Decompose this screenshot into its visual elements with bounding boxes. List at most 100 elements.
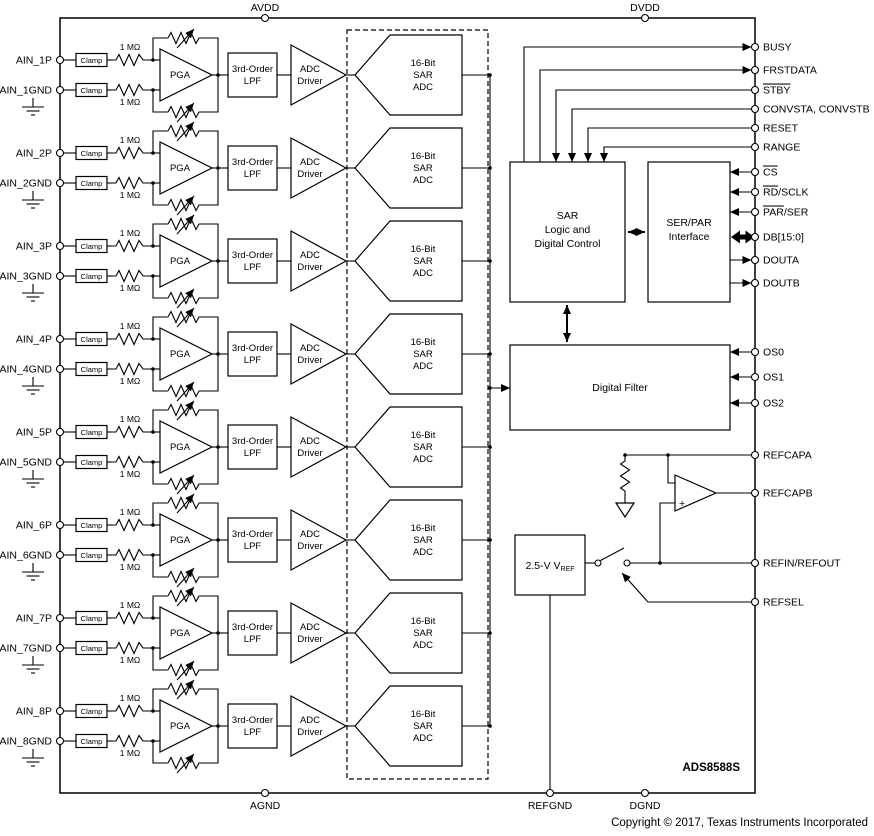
frstdata-label: FRSTDATA — [763, 65, 817, 77]
ain-gnd-label: AIN_1GND — [0, 85, 52, 97]
ain-p-label: AIN_2P — [16, 148, 52, 160]
ain-gnd-label: AIN_3GND — [0, 271, 52, 283]
channel-2: AIN_2P AIN_2GND — [0, 122, 492, 215]
agnd-label: AGND — [250, 800, 281, 812]
refcapa-label: REFCAPA — [763, 450, 812, 462]
stby-pin — [750, 85, 760, 95]
reset-label: RESET — [763, 123, 799, 135]
ain-gnd-label: AIN_7GND — [0, 643, 52, 655]
os0-pin — [750, 347, 760, 357]
dvdd-label: DVDD — [630, 2, 660, 14]
doutb-pin — [750, 278, 760, 288]
stby-label: STBY — [763, 85, 790, 97]
right-pin-labels: BUSY FRSTDATA STBY CONVSTA, CONVSTB RESE… — [763, 42, 870, 609]
rd-sclk-label: RD/SCLK — [763, 187, 809, 199]
rd-sclk-pin — [750, 187, 760, 197]
digital-filter-block — [509, 344, 731, 431]
part-number-label: ADS8588S — [682, 762, 740, 774]
db-bus-pin — [750, 232, 760, 242]
avdd-pin — [260, 13, 270, 23]
interblock-arrows — [563, 228, 645, 342]
busy-label: BUSY — [763, 42, 792, 54]
agnd-pin — [260, 788, 270, 798]
vref-label: 2.5-V VREF — [525, 560, 574, 573]
reset-pin — [750, 123, 760, 133]
os2-label: OS2 — [763, 398, 784, 410]
serpar-label-2: Interface — [669, 231, 710, 243]
refsel-label: REFSEL — [763, 597, 804, 609]
channel-7: AIN_7P AIN_7GND — [0, 587, 492, 680]
refsel-pin — [750, 597, 760, 607]
channel-6: AIN_6P AIN_6GND — [0, 494, 492, 587]
convst-label: CONVSTA, CONVSTB — [763, 104, 870, 116]
ain-p-label: AIN_8P — [16, 706, 52, 718]
os2-pin — [750, 398, 760, 408]
serpar-label-1: SER/PAR — [666, 217, 712, 229]
channel-1: AIN_1P AIN_1GND — [0, 29, 492, 122]
sar-logic-block — [509, 161, 626, 303]
avdd-label: AVDD — [251, 2, 280, 14]
reference-section: + 2.5-V VREF — [514, 453, 752, 793]
sar-logic-label-3: Digital Control — [535, 238, 601, 250]
refcapb-pin — [750, 488, 760, 498]
refsel-switch — [623, 559, 631, 567]
ain-gnd-label: AIN_2GND — [0, 178, 52, 190]
channel-5: AIN_5P AIN_5GND — [0, 401, 492, 494]
ref-buffer-amp — [674, 474, 718, 512]
amp-plus-label: + — [679, 498, 685, 510]
db-bus-label: DB[15:0] — [763, 232, 804, 244]
sar-logic-label-2: Logic and — [545, 224, 591, 236]
ain-p-label: AIN_3P — [16, 241, 52, 253]
channel-4: AIN_4P AIN_4GND — [0, 308, 492, 401]
adc-output-bus — [488, 75, 510, 726]
os1-label: OS1 — [763, 372, 784, 384]
ain-gnd-label: AIN_6GND — [0, 550, 52, 562]
interface-wires — [730, 168, 755, 287]
par-ser-pin — [750, 207, 760, 217]
ain-gnd-label: AIN_4GND — [0, 364, 52, 376]
doutb-label: DOUTB — [763, 278, 800, 290]
refcapa-pin — [750, 450, 760, 460]
power-pins: AVDD DVDD AGND REFGND DGND — [250, 2, 661, 812]
control-wires — [523, 43, 752, 162]
channel-8: AIN_8P AIN_8GND — [0, 680, 492, 773]
vref-block — [514, 534, 586, 596]
dvdd-pin — [640, 13, 650, 23]
serpar-interface-block — [647, 161, 731, 303]
sar-logic-label-1: SAR — [557, 210, 579, 222]
ain-p-label: AIN_7P — [16, 613, 52, 625]
refin-refout-label: REFIN/REFOUT — [763, 558, 841, 570]
range-label: RANGE — [763, 142, 800, 154]
ref-resistor — [619, 455, 631, 503]
cs-pin — [750, 167, 760, 177]
ain-gnd-label: AIN_8GND — [0, 736, 52, 748]
ain-gnd-label: AIN_5GND — [0, 457, 52, 469]
convst-pin — [750, 104, 760, 114]
os0-label: OS0 — [763, 347, 784, 359]
channel-3: AIN_3P AIN_3GND — [0, 215, 492, 308]
digital-filter-label: Digital Filter — [592, 382, 648, 394]
refgnd-label: REFGND — [528, 800, 573, 812]
ref-ground-symbol — [614, 502, 636, 519]
os1-pin — [750, 372, 760, 382]
adc-dashed-region — [346, 29, 489, 780]
refsel-switch — [594, 559, 602, 567]
busy-pin — [750, 42, 760, 52]
oversampling-wires — [730, 348, 752, 407]
right-pin-circles — [750, 42, 760, 607]
dgnd-label: DGND — [630, 800, 661, 812]
frstdata-pin — [750, 65, 760, 75]
db-bus-arrow — [731, 230, 755, 244]
dgnd-pin — [640, 788, 650, 798]
range-pin — [750, 142, 760, 152]
ain-p-label: AIN_4P — [16, 334, 52, 346]
refgnd-pin — [545, 788, 555, 798]
douta-pin — [750, 255, 760, 265]
cs-label: CS — [763, 167, 778, 179]
douta-label: DOUTA — [763, 255, 799, 267]
par-ser-label: PAR/SER — [763, 207, 809, 219]
ain-p-label: AIN_1P — [16, 55, 52, 67]
refcapb-label: REFCAPB — [763, 488, 813, 500]
